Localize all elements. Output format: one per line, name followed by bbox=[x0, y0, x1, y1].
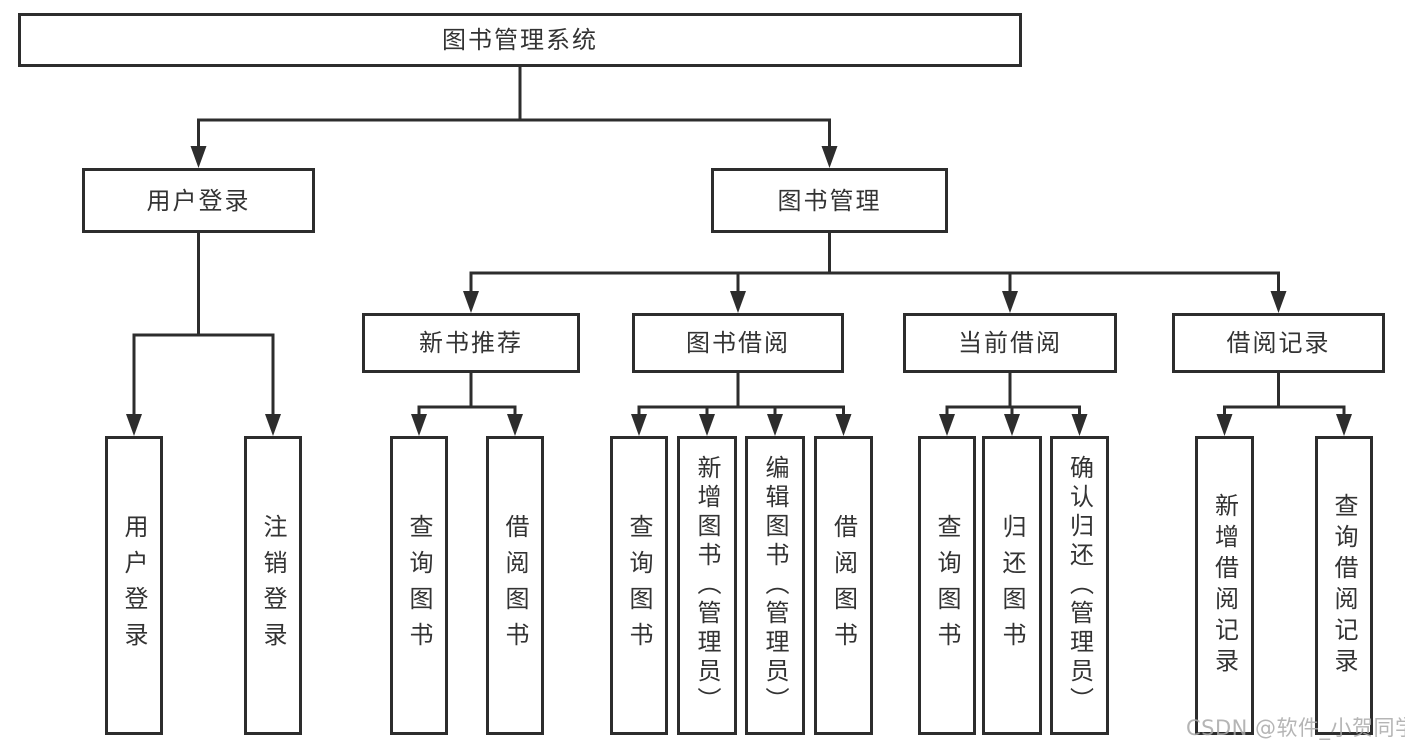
node-label: 借阅图书 bbox=[829, 513, 858, 658]
node-label: 用户登录 bbox=[120, 513, 148, 658]
node-label: 确认归还（管理员） bbox=[1065, 455, 1094, 716]
node-leaf-nb-borrow: 借阅图书 bbox=[486, 436, 544, 735]
node-label: 归还图书 bbox=[998, 513, 1026, 658]
node-label: 新书推荐 bbox=[419, 329, 523, 357]
node-label: 图书借阅 bbox=[686, 329, 790, 357]
node-leaf-bb-edit: 编辑图书（管理员） bbox=[745, 436, 805, 735]
node-leaf-user-login: 用户登录 bbox=[105, 436, 163, 735]
node-label: 图书管理 bbox=[777, 186, 882, 215]
node-leaf-br-query: 查询借阅记录 bbox=[1315, 436, 1373, 735]
node-book-mgmt: 图书管理 bbox=[711, 168, 948, 233]
node-label: 查询借阅记录 bbox=[1330, 492, 1358, 679]
node-leaf-bb-borrow: 借阅图书 bbox=[814, 436, 873, 735]
node-label: 查询图书 bbox=[625, 513, 653, 658]
node-user-login-group: 用户登录 bbox=[82, 168, 315, 233]
node-label: 用户登录 bbox=[146, 186, 251, 215]
node-current-borrow: 当前借阅 bbox=[903, 313, 1117, 373]
node-leaf-bb-query: 查询图书 bbox=[610, 436, 668, 735]
node-label: 编辑图书（管理员） bbox=[761, 455, 789, 716]
node-label: 查询图书 bbox=[933, 513, 961, 658]
node-leaf-cb-confirm: 确认归还（管理员） bbox=[1050, 436, 1109, 735]
node-label: 借阅图书 bbox=[501, 513, 529, 658]
node-label: 新增图书（管理员） bbox=[693, 455, 721, 716]
node-label: 借阅记录 bbox=[1226, 329, 1331, 357]
node-label: 图书管理系统 bbox=[442, 26, 598, 54]
node-label: 注销登录 bbox=[259, 513, 287, 658]
node-label: 新增借阅记录 bbox=[1210, 492, 1239, 679]
node-leaf-cb-return: 归还图书 bbox=[982, 436, 1042, 735]
node-leaf-cb-query: 查询图书 bbox=[918, 436, 976, 735]
node-leaf-bb-add: 新增图书（管理员） bbox=[677, 436, 737, 735]
node-leaf-nb-query: 查询图书 bbox=[390, 436, 448, 735]
node-leaf-logout: 注销登录 bbox=[244, 436, 302, 735]
node-label: 当前借阅 bbox=[958, 329, 1062, 357]
node-new-book-rec: 新书推荐 bbox=[362, 313, 580, 373]
node-leaf-br-add: 新增借阅记录 bbox=[1195, 436, 1254, 735]
node-book-borrow: 图书借阅 bbox=[632, 313, 844, 373]
node-borrow-records: 借阅记录 bbox=[1172, 313, 1385, 373]
node-label: 查询图书 bbox=[405, 513, 433, 658]
node-root: 图书管理系统 bbox=[18, 13, 1022, 67]
